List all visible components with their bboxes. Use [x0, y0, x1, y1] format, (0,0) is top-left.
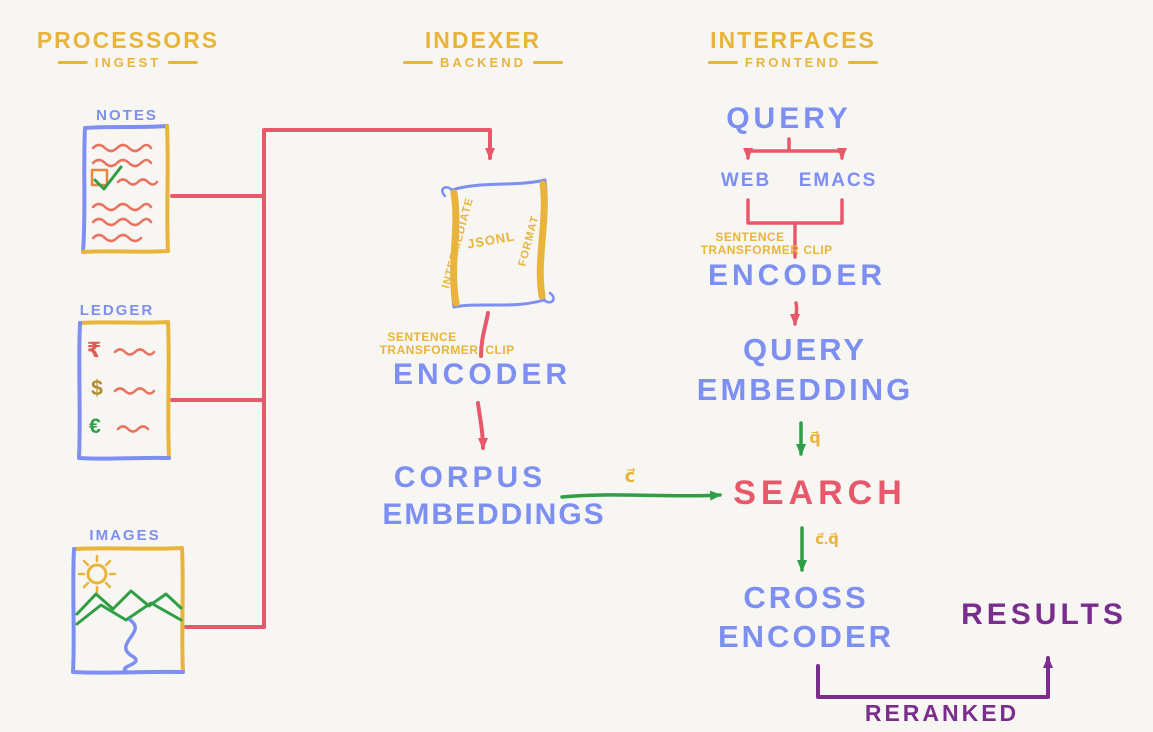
notes-card-border-blue — [81, 124, 169, 254]
query-label: QUERY — [726, 102, 852, 135]
ledger-card-border-blue — [77, 321, 171, 461]
rerank-arrow — [816, 656, 1053, 699]
indexer-model-clip: CLIP — [485, 343, 515, 357]
interfaces-model-line1: SENTENCE — [715, 230, 785, 244]
processors-subtitle-text: INGEST — [94, 55, 162, 70]
query-split-bracket — [746, 137, 844, 153]
query-flow-arrows — [743, 137, 847, 326]
search-label: SEARCH — [733, 474, 907, 512]
corpus-embeddings-line1: CORPUS — [393, 461, 547, 494]
ledger-card-border-yellow — [78, 320, 171, 460]
query-embedding-line2: EMBEDDING — [696, 372, 914, 407]
indexer-encoder-label: ENCODER — [392, 358, 572, 391]
scroll-left-band — [450, 189, 460, 307]
ledger-scribble-lines — [113, 348, 156, 433]
euro-symbol: € — [89, 415, 101, 438]
cross-encoder-line1: CROSS — [743, 580, 869, 615]
corpus-to-search-arrow — [560, 490, 722, 501]
sun-icon — [77, 554, 117, 594]
reranked-label: RERANKED — [864, 700, 1020, 726]
notes-checkmark-icon — [93, 165, 123, 191]
jsonl-scroll — [441, 178, 555, 309]
corpus-vector-label: c⃗ — [624, 466, 636, 486]
interfaces-model-clip: CLIP — [803, 243, 833, 257]
interfaces-model-line2: TRANSFORMER — [700, 243, 800, 257]
scroll-curl-bottom — [542, 291, 555, 304]
images-card-border-blue — [71, 547, 185, 675]
images-card-border-yellow — [72, 546, 185, 674]
results-label: RESULTS — [961, 598, 1127, 631]
images-card-label: IMAGES — [89, 527, 161, 544]
indexer-title: INDEXER — [424, 27, 542, 53]
notes-card-label: NOTES — [96, 107, 158, 124]
notes-card — [81, 124, 170, 254]
processors-title: PROCESSORS — [36, 27, 220, 53]
indexer-model-line2: TRANSFORMER — [379, 343, 479, 357]
query-embedding-line1: QUERY — [742, 332, 868, 367]
notes-scribble-lines — [91, 143, 159, 243]
emacs-label: EMACS — [798, 170, 878, 191]
trunk-to-scroll-arrow — [262, 128, 495, 629]
interfaces-title: INTERFACES — [710, 27, 876, 53]
mountains-icon — [75, 589, 183, 626]
query-vector-label: q⃗ — [809, 430, 821, 447]
dollar-symbol: $ — [91, 377, 103, 400]
indexer-subtitle: BACKEND — [403, 55, 563, 70]
scroll-to-encoder-line — [479, 311, 490, 358]
scroll-right-band — [536, 180, 548, 300]
encoder-to-corpus-arrow — [476, 401, 488, 450]
images-card — [71, 546, 185, 675]
encoder-to-embedding-arrow — [790, 301, 801, 326]
river-icon — [122, 618, 138, 673]
processors-subtitle: INGEST — [58, 55, 198, 70]
cross-encoder-to-results-arrow — [816, 656, 1053, 699]
ledger-card — [77, 320, 171, 461]
interfaces-encoder-label: ENCODER — [707, 259, 887, 292]
notes-card-border-yellow — [81, 124, 170, 254]
ledger-card-label: LEDGER — [79, 302, 155, 319]
interfaces-subtitle: FRONTEND — [708, 55, 878, 70]
search-flow-arrows — [560, 421, 807, 572]
cross-encoder-line2: ENCODER — [717, 619, 895, 654]
rupee-symbol: ₹ — [86, 339, 102, 362]
web-emacs-merge-bracket — [746, 198, 844, 225]
interfaces-subtitle-text: FRONTEND — [744, 55, 842, 70]
web-label: WEB — [720, 170, 772, 191]
scroll-curl-top — [441, 186, 454, 198]
ingest-flow-arrows — [170, 128, 495, 629]
corpus-embeddings-line2: EMBEDDINGS — [382, 498, 606, 531]
dot-product-label: c⃗.q⃗ — [815, 531, 839, 548]
indexer-model-line1: SENTENCE — [387, 330, 457, 344]
indexer-subtitle-text: BACKEND — [440, 55, 526, 70]
